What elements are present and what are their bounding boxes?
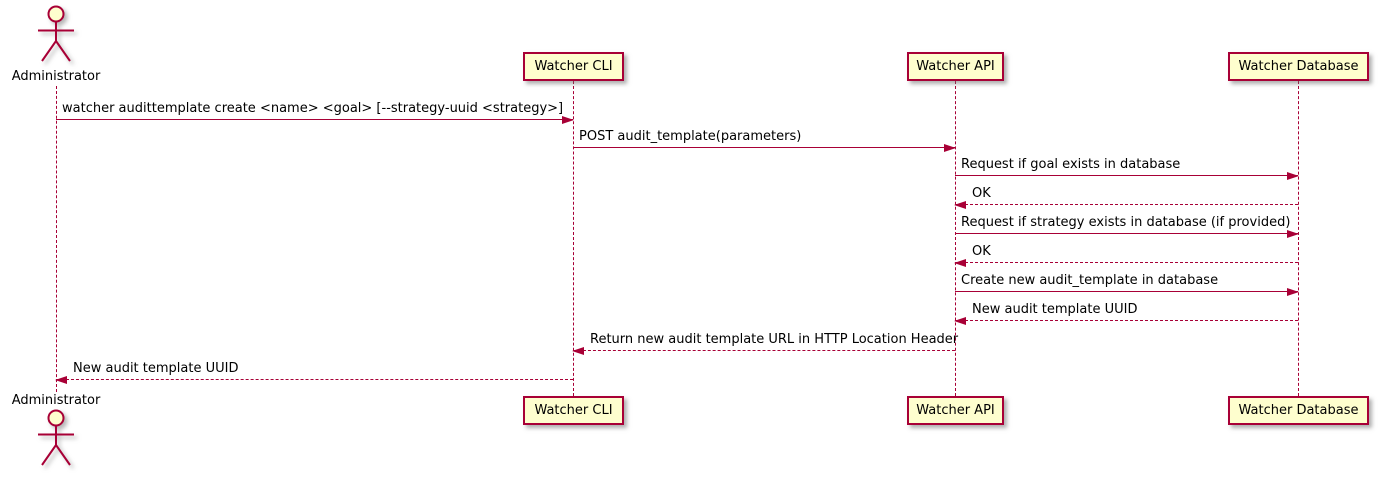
- arrowhead-left-icon: [954, 317, 966, 325]
- actor-icon: [38, 5, 74, 62]
- message-label: Request if goal exists in database: [961, 157, 1181, 172]
- lifeline-administrator: [56, 86, 57, 392]
- message-return-url-location-header: Return new audit template URL in HTTP Lo…: [572, 331, 959, 355]
- arrowhead-right-icon: [944, 144, 956, 152]
- participant-watcher-api-bottom: Watcher API: [907, 396, 1004, 425]
- message-label: New audit template UUID: [972, 302, 1138, 317]
- participant-watcher-database-top: Watcher Database: [1228, 52, 1369, 81]
- message-request-goal-exists: Request if goal exists in database: [955, 156, 1299, 180]
- message-request-strategy-exists: Request if strategy exists in database (…: [955, 214, 1299, 238]
- message-label: OK: [972, 186, 991, 201]
- arrowhead-left-icon: [954, 259, 966, 267]
- arrowhead-left-icon: [954, 201, 966, 209]
- message-label: watcher audittemplate create <name> <goa…: [62, 101, 564, 116]
- actor-icon: [38, 409, 74, 466]
- message-label: New audit template UUID: [73, 361, 239, 376]
- arrowhead-left-icon: [55, 376, 67, 384]
- message-new-audit-template-uuid-admin: New audit template UUID: [55, 360, 573, 384]
- arrowhead-left-icon: [572, 347, 584, 355]
- message-label: Request if strategy exists in database (…: [961, 215, 1291, 230]
- message-create-new-audit-template: Create new audit_template in database: [955, 272, 1299, 296]
- participant-label: Watcher CLI: [534, 59, 613, 74]
- lifeline-watcher-cli: [573, 81, 574, 396]
- actor-label-administrator-top: Administrator: [11, 69, 101, 84]
- message-ok-strategy: OK: [954, 243, 1298, 267]
- message-label: POST audit_template(parameters): [579, 129, 802, 144]
- message-label: OK: [972, 244, 991, 259]
- arrowhead-right-icon: [1287, 172, 1299, 180]
- participant-label: Watcher API: [916, 403, 995, 418]
- actor-label-administrator-bottom: Administrator: [11, 393, 101, 408]
- participant-label: Watcher Database: [1238, 59, 1359, 74]
- message-label: Return new audit template URL in HTTP Lo…: [590, 332, 959, 347]
- message-post-audit-template: POST audit_template(parameters): [573, 128, 956, 152]
- lifeline-watcher-api: [955, 81, 956, 396]
- message-new-audit-template-uuid-db: New audit template UUID: [954, 301, 1298, 325]
- arrowhead-right-icon: [1287, 230, 1299, 238]
- participant-watcher-api-top: Watcher API: [907, 52, 1004, 81]
- arrowhead-right-icon: [1287, 288, 1299, 296]
- participant-label: Watcher CLI: [534, 403, 613, 418]
- lifeline-watcher-database: [1298, 81, 1299, 396]
- message-create-audittemplate-command: watcher audittemplate create <name> <goa…: [56, 100, 574, 124]
- arrowhead-right-icon: [562, 116, 574, 124]
- message-ok-goal: OK: [954, 185, 1298, 209]
- participant-label: Watcher Database: [1238, 403, 1359, 418]
- participant-label: Watcher API: [916, 59, 995, 74]
- participant-watcher-cli-bottom: Watcher CLI: [523, 396, 624, 425]
- participant-watcher-cli-top: Watcher CLI: [523, 52, 624, 81]
- participant-watcher-database-bottom: Watcher Database: [1228, 396, 1369, 425]
- message-label: Create new audit_template in database: [961, 273, 1219, 288]
